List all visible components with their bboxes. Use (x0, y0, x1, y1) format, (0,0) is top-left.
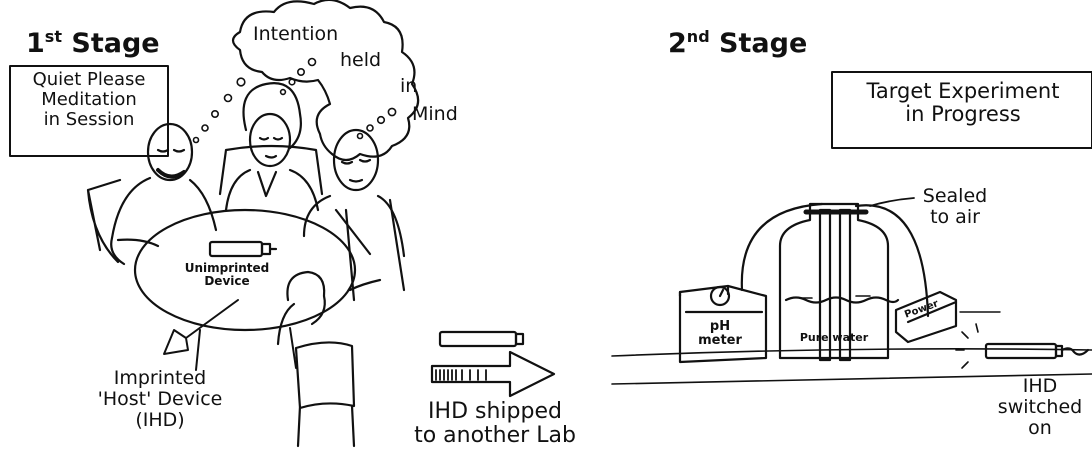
sealed-line2: to air (910, 207, 1000, 228)
quiet-line2: Meditation (14, 90, 164, 110)
stage2-word: Stage (719, 28, 807, 59)
target-sign-text: Target Experiment in Progress (834, 80, 1092, 126)
sealed-line1: Sealed (910, 186, 1000, 207)
ihd-switched-on-drawing (956, 324, 1088, 368)
chair-front (296, 342, 354, 446)
shipped-label: IHD shipped to another Lab (400, 400, 590, 448)
unimprinted-label: Unimprinted Device (172, 262, 282, 288)
stage1-title: 1st Stage (26, 28, 160, 59)
seal-pointer (870, 198, 914, 206)
ihd-on-line2: switched (990, 397, 1090, 418)
meditator-left (111, 124, 216, 264)
sealed-label: Sealed to air (910, 186, 1000, 228)
ph-line2: meter (688, 334, 752, 348)
target-line1: Target Experiment (834, 80, 1092, 103)
shipping-arrow (432, 352, 554, 396)
thought-word-3: in (400, 76, 417, 97)
quiet-sign-text: Quiet Please Meditation in Session (14, 70, 164, 129)
shipped-device-drawing (440, 332, 523, 346)
thought-word-1: Intention (253, 24, 338, 45)
ph-meter-label: pH meter (688, 320, 752, 349)
shipped-line2: to another Lab (400, 424, 590, 448)
bench-line (612, 349, 1092, 356)
quiet-line1: Quiet Please (14, 70, 164, 90)
ihd-on-line1: IHD (990, 376, 1090, 397)
ihd-on-label: IHD switched on (990, 376, 1090, 439)
stage1-word: Stage (71, 28, 159, 59)
stage1-suffix: st (45, 27, 62, 46)
stage2-suffix: nd (687, 27, 710, 46)
ihd-on-line3: on (990, 418, 1090, 439)
quiet-line3: in Session (14, 110, 164, 130)
arrow-to-ihd (164, 300, 238, 354)
unimprinted-device-drawing (210, 242, 276, 256)
imprinted-line1: Imprinted (60, 368, 260, 389)
shipped-line1: IHD shipped (400, 400, 590, 424)
thought-word-2: held (340, 50, 381, 71)
ph-line1: pH (688, 320, 752, 334)
imprinted-line3: (IHD) (60, 410, 260, 431)
imprinted-label: Imprinted 'Host' Device (IHD) (60, 368, 260, 431)
chair-right (346, 200, 404, 300)
thought-word-4: Mind (412, 104, 458, 125)
stage2-title: 2nd Stage (668, 28, 807, 59)
person-back (278, 272, 325, 344)
thought-bubbles (194, 59, 396, 143)
stage2-number: 2 (668, 28, 687, 59)
stage1-number: 1 (26, 28, 45, 59)
imprinted-line2: 'Host' Device (60, 389, 260, 410)
unimprinted-line2: Device (172, 275, 282, 288)
target-line2: in Progress (834, 103, 1092, 126)
pure-water-label: Pure water (784, 332, 884, 344)
